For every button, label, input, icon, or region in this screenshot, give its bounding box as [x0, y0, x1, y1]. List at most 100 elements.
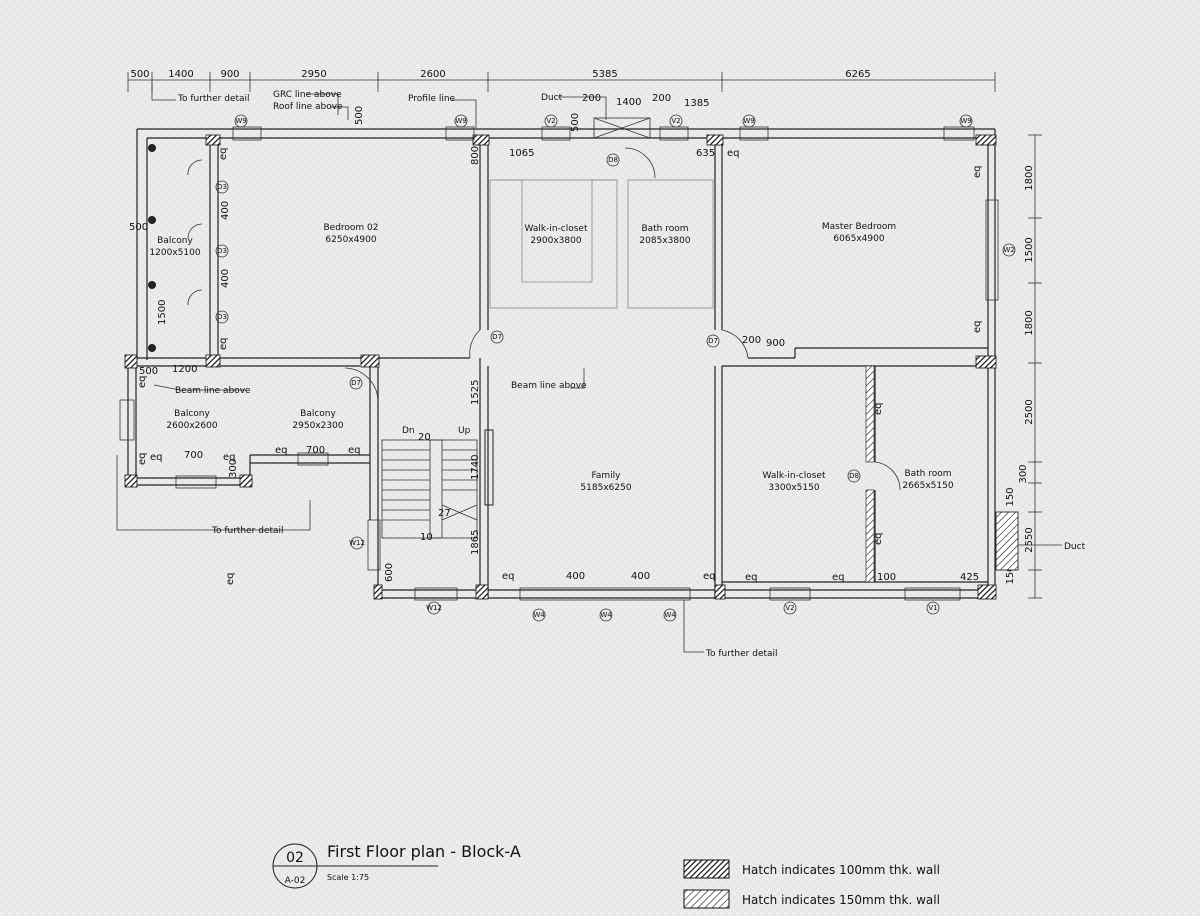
room-labels: Bedroom 02 6250x4900 Walk-in-closet 2900…	[149, 222, 953, 493]
eq-label: eq	[150, 452, 163, 463]
eq-label: eq	[275, 445, 288, 456]
room-size-bedroom-02: 6250x4900	[325, 235, 376, 245]
tag-w9: W9	[455, 117, 466, 125]
dim-right-3: 1800	[1024, 310, 1035, 335]
room-name-family: Family	[592, 471, 622, 481]
tag-d3: D3	[217, 247, 227, 255]
top-dimension-chain: 500 1400 900 2950 2600 5385 6265	[127, 69, 996, 92]
dim-top-3: 900	[220, 69, 239, 80]
dim-inner-6: 200	[652, 93, 671, 104]
room-size-balcony-3: 2950x2300	[292, 421, 343, 431]
annotation-further-detail-3: To further detail	[705, 649, 778, 659]
dim-top-2: 1400	[168, 69, 193, 80]
element-tags: W9 W9 V2 V2 W9 W9 W2 D8 D3 D3 D3 D7 D7 D…	[215, 114, 1016, 622]
dim-inner-4: 200	[582, 93, 601, 104]
tag-w4: W4	[533, 611, 545, 619]
dim-inner-11: 400	[220, 201, 231, 220]
dim-inner-31: 425	[960, 572, 979, 583]
annotation-duct-right: Duct	[1064, 542, 1086, 552]
dim-inner-25: 700	[306, 445, 325, 456]
drawing-ref-number: 02	[286, 850, 304, 866]
dim-inner-20: 1740	[470, 455, 481, 480]
dim-right-7: 2550	[1024, 527, 1035, 552]
eq-label: eq	[972, 166, 983, 179]
room-name-balcony-2: Balcony	[174, 409, 210, 419]
eq-label: eq	[348, 445, 361, 456]
tag-d3: D3	[217, 313, 227, 321]
eq-label: eq	[137, 376, 148, 389]
tag-w9: W9	[235, 117, 246, 125]
dim-inner-30: 100	[877, 572, 896, 583]
eq-label: eq	[218, 338, 229, 351]
legend: Hatch indicates 100mm thk. wall Hatch in…	[683, 859, 940, 909]
stair-down-label: Dn	[402, 426, 415, 436]
dim-inner-29: 400	[631, 571, 650, 582]
eq-label: eq	[218, 148, 229, 161]
tag-v2: V2	[671, 117, 680, 125]
room-name-master-bedroom: Master Bedroom	[822, 222, 896, 232]
eq-label: eq	[972, 321, 983, 334]
dim-inner-27: 600	[384, 563, 395, 582]
dim-inner-8: 635	[696, 148, 715, 159]
dim-inner-3: 1065	[509, 148, 534, 159]
annotation-roof-line: Roof line above	[273, 102, 343, 112]
tag-d8: D8	[608, 156, 618, 164]
dim-inner-7: 1385	[684, 98, 709, 109]
room-name-bath-room-2: Bath room	[904, 469, 951, 479]
tag-w4: W4	[600, 611, 612, 619]
room-size-master-bedroom: 6065x4900	[833, 234, 884, 244]
room-name-bath-room-1: Bath room	[641, 224, 688, 234]
dim-inner-23: 1865	[470, 530, 481, 555]
tag-w9: W9	[743, 117, 754, 125]
tag-d8: D8	[849, 472, 859, 480]
room-size-walk-in-closet-1: 2900x3800	[530, 236, 581, 246]
tag-v2: V2	[546, 117, 555, 125]
tag-v2: V2	[785, 604, 794, 612]
title-block: 02 A-02 First Floor plan - Block-A Scale…	[272, 842, 521, 889]
eq-labels: eq eq eq eq eq eq eq eq eq eq eq eq eq e…	[137, 148, 983, 586]
eq-label: eq	[727, 148, 740, 159]
eq-label: eq	[745, 572, 758, 583]
legend-swatch-100	[683, 859, 730, 879]
room-size-family: 5185x6250	[580, 483, 631, 493]
dim-inner-2: 800	[470, 146, 481, 165]
eq-label: eq	[832, 572, 845, 583]
right-dimension-chain: 1800 1500 1800 2500 300 150 2550 150	[1005, 134, 1042, 599]
dim-top-5: 2600	[420, 69, 445, 80]
inner-dimensions: 500 800 1065 200 1400 200 1385 635 500 5…	[129, 93, 979, 583]
tag-w9: W9	[960, 117, 971, 125]
room-size-balcony-1: 1200x5100	[149, 248, 200, 258]
dim-inner-24: 700	[184, 450, 203, 461]
tag-v1: V1	[928, 604, 937, 612]
windows	[119, 117, 999, 601]
dim-inner-19: 20	[418, 432, 431, 443]
dim-right-8: 150	[1005, 565, 1016, 584]
staircase	[381, 429, 494, 539]
legend-text-150: Hatch indicates 150mm thk. wall	[742, 893, 940, 907]
tag-w4: W4	[664, 611, 676, 619]
eq-label: eq	[223, 452, 236, 463]
dim-inner-28: 400	[566, 571, 585, 582]
dim-inner-15: 1200	[172, 364, 197, 375]
tag-w2: W2	[1003, 246, 1014, 254]
dim-top-7: 6265	[845, 69, 870, 80]
dim-inner-12: 400	[220, 269, 231, 288]
eq-label: eq	[873, 533, 884, 546]
dim-inner-26: 300	[228, 459, 239, 478]
drawing-title: First Floor plan - Block-A	[327, 842, 521, 861]
dim-inner-14: 500	[139, 366, 158, 377]
dim-right-6: 150	[1005, 487, 1016, 506]
dim-inner-9: 500	[570, 113, 581, 132]
dim-inner-21: 27	[438, 508, 451, 519]
eq-label: eq	[225, 573, 236, 586]
dim-top-1: 500	[130, 69, 149, 80]
dim-inner-10: 500	[129, 222, 148, 233]
doors	[187, 147, 901, 491]
dim-inner-1: 500	[354, 106, 365, 125]
drawing-sheet-ref: A-02	[285, 876, 306, 886]
eq-label: eq	[502, 571, 515, 582]
room-size-walk-in-closet-2: 3300x5150	[768, 483, 819, 493]
annotation-beam-line-2: Beam line above	[511, 381, 587, 391]
tag-d7: D7	[708, 337, 718, 345]
